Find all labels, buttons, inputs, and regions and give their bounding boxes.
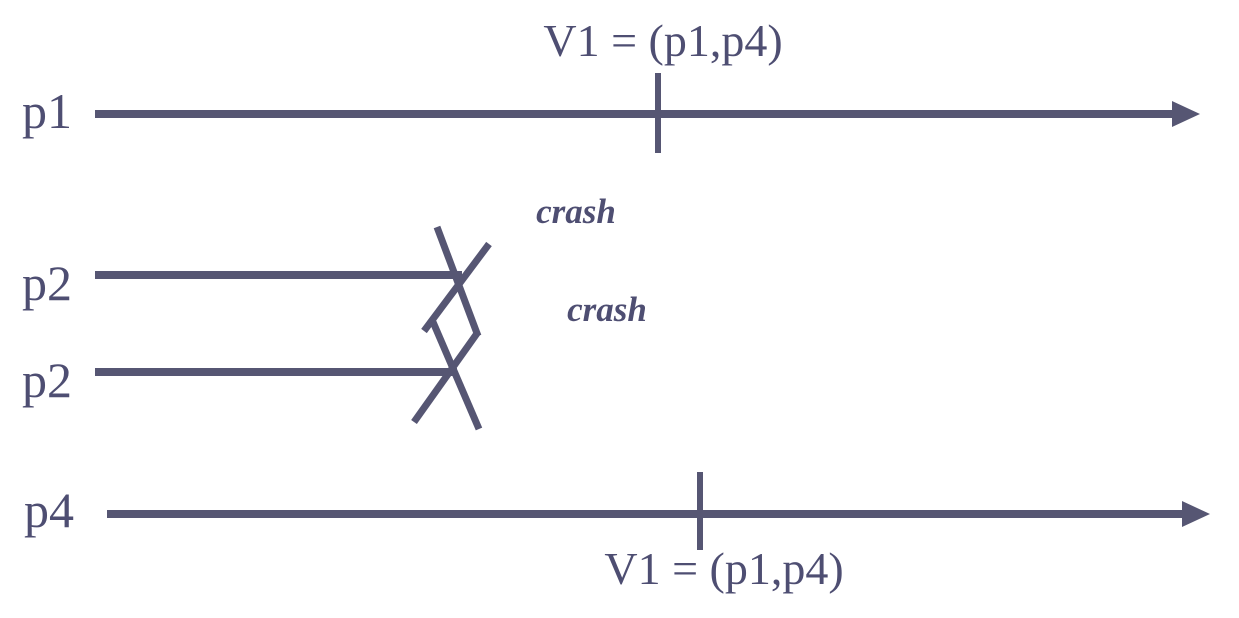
view-label-v1-top: V1 = (p1,p4) [543, 15, 783, 66]
crash-label-p2-upper: crash [536, 192, 616, 231]
process-label-p1: p1 [22, 83, 72, 139]
process-label-p4: p4 [24, 482, 74, 538]
arrowhead-icon-p4 [1182, 501, 1210, 527]
crash-x-icon-p2-lower-stroke1 [429, 320, 483, 431]
crash-x-icon-p2-upper-stroke2 [421, 241, 492, 334]
crash-x-icon-p2-lower-stroke2 [411, 329, 481, 425]
crash-label-p2-lower: crash [567, 290, 647, 329]
process-label-p2-lower: p2 [22, 352, 72, 408]
arrowhead-icon-p1 [1172, 101, 1200, 127]
view-label-v1-bottom: V1 = (p1,p4) [604, 543, 844, 594]
process-label-p2-upper: p2 [22, 255, 72, 311]
